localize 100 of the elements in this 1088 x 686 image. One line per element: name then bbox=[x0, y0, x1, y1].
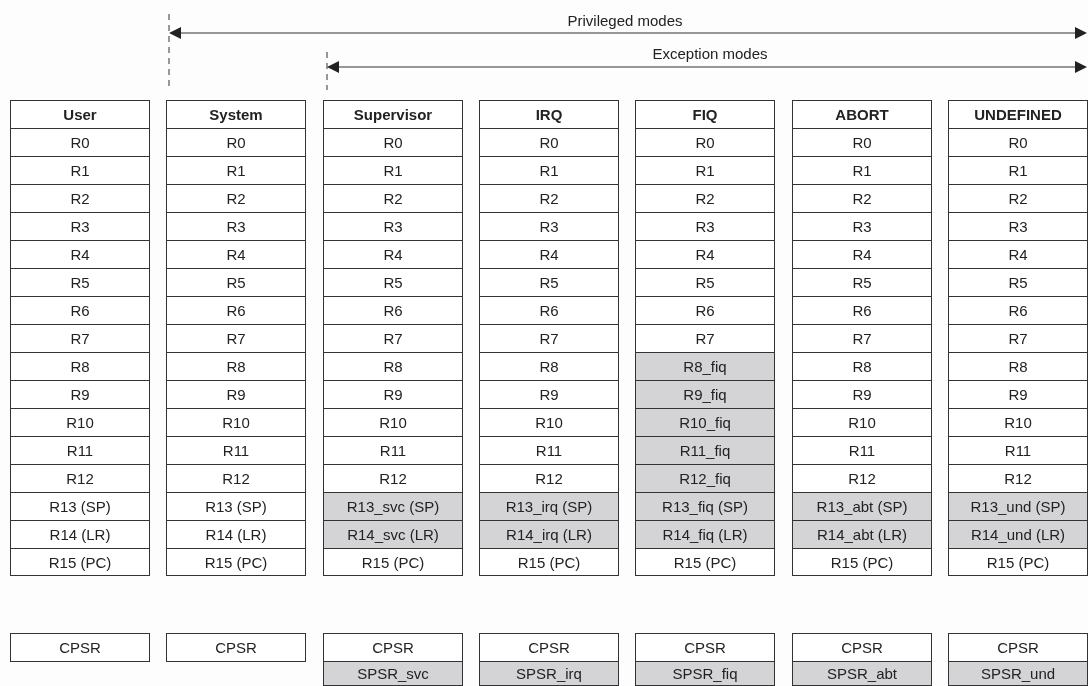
register-cell: R6 bbox=[323, 296, 463, 325]
register-cell: R2 bbox=[479, 184, 619, 213]
range-label: Exception modes bbox=[652, 45, 768, 62]
register-cell: R1 bbox=[479, 156, 619, 185]
register-cell: R3 bbox=[10, 212, 150, 241]
mode-header-cell: ABORT bbox=[792, 100, 932, 129]
register-cell: R12_fiq bbox=[635, 464, 775, 493]
register-cell: SPSR_svc bbox=[323, 661, 463, 686]
register-cell: R5 bbox=[792, 268, 932, 297]
register-cell: R13_und (SP) bbox=[948, 492, 1088, 521]
register-cell: R7 bbox=[10, 324, 150, 353]
register-cell: R8 bbox=[323, 352, 463, 381]
register-cell: R10_fiq bbox=[635, 408, 775, 437]
register-cell: R4 bbox=[792, 240, 932, 269]
register-cell: R14 (LR) bbox=[10, 520, 150, 549]
register-cell: R3 bbox=[948, 212, 1088, 241]
register-cell: SPSR_fiq bbox=[635, 661, 775, 686]
register-cell: R4 bbox=[166, 240, 306, 269]
register-cell: R11 bbox=[166, 436, 306, 465]
register-cell: R10 bbox=[948, 408, 1088, 437]
register-cell: R11 bbox=[323, 436, 463, 465]
register-cell: R13_irq (SP) bbox=[479, 492, 619, 521]
register-cell: R7 bbox=[792, 324, 932, 353]
register-cell: R12 bbox=[479, 464, 619, 493]
register-cell: R3 bbox=[166, 212, 306, 241]
register-cell: R3 bbox=[792, 212, 932, 241]
register-cell: R4 bbox=[479, 240, 619, 269]
register-cell: R2 bbox=[792, 184, 932, 213]
register-cell: R12 bbox=[323, 464, 463, 493]
register-cell: R5 bbox=[635, 268, 775, 297]
register-cell: CPSR bbox=[948, 633, 1088, 662]
register-cell: SPSR_abt bbox=[792, 661, 932, 686]
register-cell: R13 (SP) bbox=[166, 492, 306, 521]
register-cell: R11 bbox=[948, 436, 1088, 465]
register-cell: R11 bbox=[792, 436, 932, 465]
register-cell: R15 (PC) bbox=[948, 548, 1088, 576]
register-cell: R14_svc (LR) bbox=[323, 520, 463, 549]
register-cell: R9 bbox=[323, 380, 463, 409]
register-cell: R15 (PC) bbox=[323, 548, 463, 576]
register-cell: R3 bbox=[635, 212, 775, 241]
register-cell: R1 bbox=[10, 156, 150, 185]
register-cell: R0 bbox=[948, 128, 1088, 157]
register-cell: R4 bbox=[323, 240, 463, 269]
register-cell: R2 bbox=[948, 184, 1088, 213]
register-cell: R10 bbox=[323, 408, 463, 437]
register-cell: R1 bbox=[948, 156, 1088, 185]
register-cell: R9 bbox=[166, 380, 306, 409]
register-cell: R13_abt (SP) bbox=[792, 492, 932, 521]
register-cell: R2 bbox=[10, 184, 150, 213]
register-cell: R2 bbox=[323, 184, 463, 213]
register-cell: R6 bbox=[635, 296, 775, 325]
register-cell: SPSR_und bbox=[948, 661, 1088, 686]
register-cell: R10 bbox=[166, 408, 306, 437]
register-cell: R0 bbox=[323, 128, 463, 157]
register-cell: R7 bbox=[323, 324, 463, 353]
register-cell: R12 bbox=[166, 464, 306, 493]
register-cell: R8_fiq bbox=[635, 352, 775, 381]
register-cell: R8 bbox=[166, 352, 306, 381]
register-cell: R2 bbox=[635, 184, 775, 213]
register-cell: R5 bbox=[948, 268, 1088, 297]
register-cell: R11 bbox=[10, 436, 150, 465]
register-cell: R14_irq (LR) bbox=[479, 520, 619, 549]
register-cell: R15 (PC) bbox=[792, 548, 932, 576]
register-cell: R14_und (LR) bbox=[948, 520, 1088, 549]
register-cell: R0 bbox=[10, 128, 150, 157]
register-cell: R0 bbox=[792, 128, 932, 157]
register-cell: R8 bbox=[10, 352, 150, 381]
register-cell: R14_abt (LR) bbox=[792, 520, 932, 549]
register-cell: CPSR bbox=[10, 633, 150, 662]
register-cell: R10 bbox=[10, 408, 150, 437]
register-cell: SPSR_irq bbox=[479, 661, 619, 686]
register-cell: R10 bbox=[792, 408, 932, 437]
register-cell: R10 bbox=[479, 408, 619, 437]
register-cell: R1 bbox=[323, 156, 463, 185]
register-cell: R12 bbox=[948, 464, 1088, 493]
register-cell: R15 (PC) bbox=[166, 548, 306, 576]
register-cell: R7 bbox=[166, 324, 306, 353]
register-cell: R5 bbox=[323, 268, 463, 297]
register-cell: CPSR bbox=[635, 633, 775, 662]
register-cell: R5 bbox=[479, 268, 619, 297]
register-cell: R4 bbox=[948, 240, 1088, 269]
register-cell: R15 (PC) bbox=[635, 548, 775, 576]
register-cell: R8 bbox=[792, 352, 932, 381]
register-cell: R6 bbox=[948, 296, 1088, 325]
register-cell: R8 bbox=[948, 352, 1088, 381]
register-cell: R1 bbox=[166, 156, 306, 185]
register-cell: R13_svc (SP) bbox=[323, 492, 463, 521]
register-cell: R9 bbox=[10, 380, 150, 409]
register-cell: R14 (LR) bbox=[166, 520, 306, 549]
mode-header-cell: System bbox=[166, 100, 306, 129]
register-cell: R9 bbox=[479, 380, 619, 409]
register-cell: R9 bbox=[948, 380, 1088, 409]
register-cell: R6 bbox=[10, 296, 150, 325]
register-cell: R13_fiq (SP) bbox=[635, 492, 775, 521]
register-cell: CPSR bbox=[792, 633, 932, 662]
register-cell: R12 bbox=[10, 464, 150, 493]
mode-header-cell: IRQ bbox=[479, 100, 619, 129]
register-cell: R9 bbox=[792, 380, 932, 409]
register-cell: CPSR bbox=[479, 633, 619, 662]
register-cell: R4 bbox=[635, 240, 775, 269]
